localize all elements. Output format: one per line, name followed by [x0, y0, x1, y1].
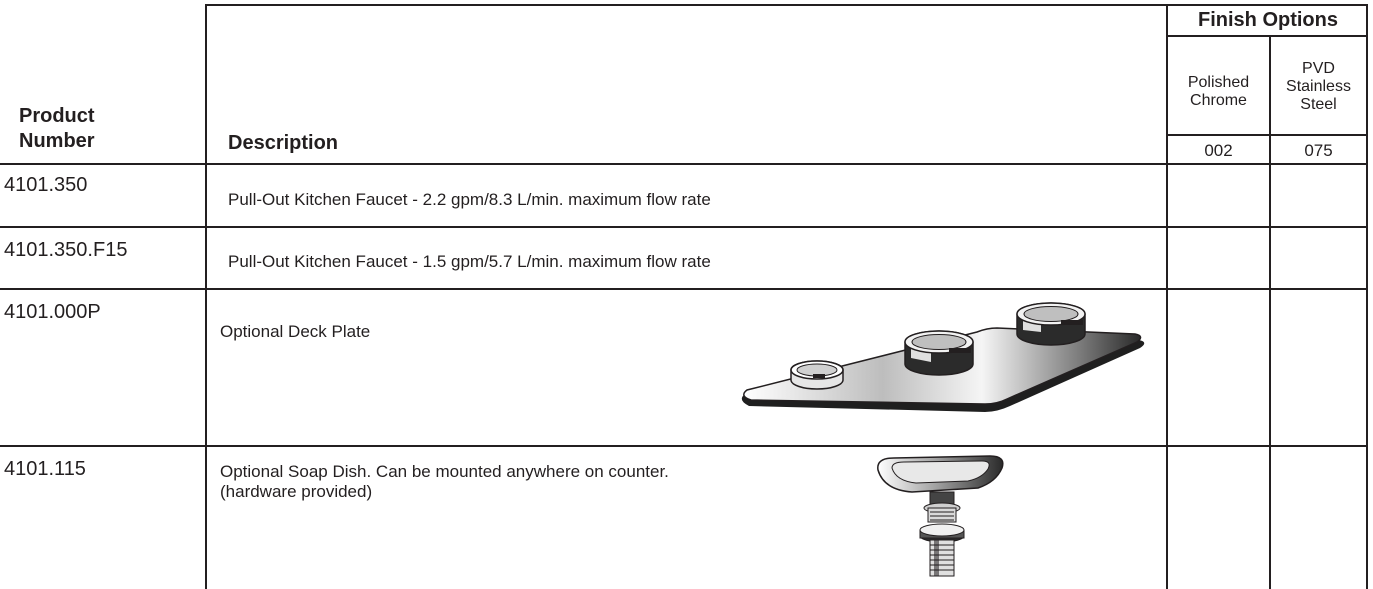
- table-border-top: [205, 4, 1368, 6]
- table-row-1-description: Pull-Out Kitchen Faucet - 2.2 gpm/8.3 L/…: [228, 190, 711, 209]
- table-row-3-product-number: 4101.000P: [4, 301, 101, 323]
- table-row-4-product-number: 4101.115: [4, 458, 86, 480]
- header-bottom-rule: [0, 163, 1368, 165]
- soap-dish-illustration: [877, 455, 1004, 577]
- finish-header-divider: [1166, 35, 1368, 37]
- finish-name-pvd-stainless: PVD Stainless Steel: [1286, 60, 1351, 113]
- finish-code-002: 002: [1204, 141, 1233, 160]
- row-divider-3: [0, 445, 1368, 447]
- finish-code-075: 075: [1304, 141, 1333, 160]
- deck-plate-illustration: [741, 302, 1145, 412]
- finish-name-polished-chrome: Polished Chrome: [1187, 74, 1250, 109]
- table-row-4-description: Optional Soap Dish. Can be mounted anywh…: [220, 462, 669, 501]
- row-divider-2: [0, 288, 1368, 290]
- table-row-2-description: Pull-Out Kitchen Faucet - 1.5 gpm/5.7 L/…: [228, 252, 711, 271]
- table-border-left: [205, 4, 207, 164]
- header-finish-options: Finish Options: [1198, 9, 1338, 31]
- table-row-1-product-number: 4101.350: [4, 174, 88, 196]
- finish-name-divider: [1166, 134, 1368, 136]
- table-row-3-description: Optional Deck Plate: [220, 322, 371, 341]
- table-border-right: [1366, 4, 1368, 589]
- col-divider-finishes: [1269, 35, 1271, 589]
- row-divider-1: [0, 226, 1368, 228]
- table-row-2-product-number: 4101.350.F15: [4, 239, 128, 261]
- header-product-number: Product Number: [19, 105, 95, 152]
- header-description: Description: [228, 132, 339, 154]
- col-divider-desc-finish: [1166, 4, 1168, 589]
- col-divider-pn-desc: [205, 163, 207, 589]
